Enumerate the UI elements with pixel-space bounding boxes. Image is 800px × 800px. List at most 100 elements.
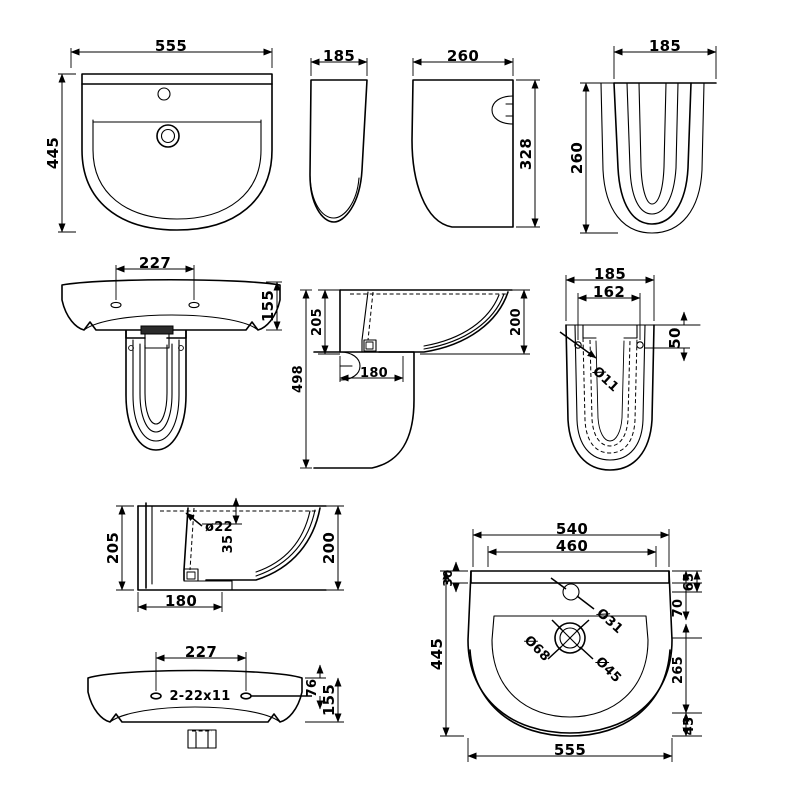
section-waste-inner bbox=[365, 341, 374, 350]
plan-bowl-inner bbox=[491, 615, 649, 718]
fixing-hole-right bbox=[188, 301, 200, 309]
dim-label-460: 460 bbox=[556, 537, 588, 555]
dim-label-555-plan: 555 bbox=[554, 741, 586, 759]
section-bowl-arc-inner bbox=[423, 294, 500, 347]
pedestal-mid-profile bbox=[626, 82, 679, 215]
pedestal-inner-profile bbox=[638, 82, 667, 205]
dim-label-200-a: 200 bbox=[509, 308, 524, 336]
bowlsec-waste-block bbox=[183, 568, 199, 582]
detail-hidden-1 bbox=[582, 337, 638, 454]
basin-underside-outline bbox=[61, 278, 281, 331]
dim-label-445-left: 445 bbox=[44, 137, 62, 169]
pedestal-outer-right bbox=[600, 82, 705, 234]
dim-label-227-b: 227 bbox=[185, 643, 217, 661]
bracket-bolt-right bbox=[178, 345, 184, 351]
section-back-wall-hidden bbox=[367, 291, 374, 341]
basin-inner-profile bbox=[92, 119, 262, 220]
plan-waste-inner bbox=[559, 627, 581, 649]
dim-label-205-b: 205 bbox=[104, 532, 122, 564]
dim-label-180-b: 180 bbox=[165, 592, 197, 610]
detail-inner bbox=[595, 340, 625, 442]
dim-label-540: 540 bbox=[556, 520, 588, 538]
fixing-hole-detail-right bbox=[636, 341, 644, 349]
section-bowl-arc-mid bbox=[423, 293, 505, 350]
section-outer-body bbox=[313, 289, 415, 469]
dim-label-65: 65 bbox=[682, 573, 697, 592]
dim-label-155-a: 155 bbox=[259, 290, 277, 322]
basin-underside-inner-curve bbox=[83, 314, 259, 331]
leader-dia31-out bbox=[576, 595, 595, 610]
waste-collar-block bbox=[140, 325, 174, 335]
view-pedestal-front: 185 260 bbox=[568, 37, 717, 234]
bracket-mid bbox=[132, 339, 180, 442]
dim-label-260-ped: 260 bbox=[568, 142, 586, 174]
leader-dia45 bbox=[579, 646, 594, 660]
detail-outer-2 bbox=[574, 324, 646, 461]
pedestal-outer-left bbox=[613, 82, 692, 225]
waste-collar-body bbox=[144, 333, 170, 349]
dim-label-185-a: 185 bbox=[323, 47, 355, 65]
dim-label-205-a: 205 bbox=[310, 308, 325, 336]
fixing-slot-left bbox=[150, 692, 162, 700]
dim-label-70: 70 bbox=[671, 599, 686, 618]
bracket-inner-2 bbox=[144, 344, 168, 425]
section-bowl-arc-outer bbox=[378, 291, 509, 353]
leader-dia31-in bbox=[550, 577, 567, 590]
view-side-elevation: 260 328 bbox=[411, 47, 540, 228]
plan-waste-outer bbox=[554, 622, 586, 654]
bracket-bolt-left bbox=[128, 345, 134, 351]
dim-label-dia22: ø22 bbox=[205, 520, 233, 535]
leader-dia68 bbox=[547, 646, 562, 660]
bowlsec-arc-inner bbox=[255, 510, 311, 573]
section-waste-cutout bbox=[363, 339, 377, 352]
dim-label-328: 328 bbox=[517, 138, 535, 170]
dim-label-265: 265 bbox=[671, 656, 686, 684]
bowlsec-arc-mid bbox=[255, 509, 316, 577]
dim-label-155-b: 155 bbox=[320, 684, 338, 716]
view-bowl-section: 205 200 180 ø22 35 bbox=[104, 497, 344, 612]
bowlsec-left-and-base bbox=[137, 505, 327, 591]
detail-shoulder-right bbox=[623, 324, 638, 339]
plan-bowl-bottom-arc bbox=[469, 649, 671, 737]
fixing-hole-detail-left bbox=[574, 341, 582, 349]
plan-waste-cross-2 bbox=[558, 626, 582, 650]
dim-label-185-b: 185 bbox=[649, 37, 681, 55]
dim-label-slot-note: 2-22x11 bbox=[169, 689, 230, 704]
plan-tap-hole bbox=[562, 583, 580, 601]
dim-label-76: 76 bbox=[305, 679, 320, 698]
fixing-hole-left bbox=[110, 301, 122, 309]
dim-label-260-side: 260 bbox=[447, 47, 479, 65]
waste-outer-circle bbox=[156, 124, 180, 148]
section-back-wall bbox=[361, 291, 369, 353]
side-narrow-inner bbox=[309, 175, 360, 219]
dim-label-185-c: 185 bbox=[594, 265, 626, 283]
dim-label-555-top: 555 bbox=[155, 37, 187, 55]
dim-label-498-a: 498 bbox=[291, 365, 306, 393]
view-basin-underside: 227 2-22x11 76 155 bbox=[87, 643, 344, 749]
detail-outer-left bbox=[565, 324, 655, 471]
bowlsec-waste-inner bbox=[186, 571, 196, 580]
side-overflow-detail bbox=[491, 95, 514, 125]
dim-label-50: 50 bbox=[666, 327, 684, 348]
underside-outline bbox=[87, 669, 303, 723]
waste-inner-circle bbox=[160, 128, 176, 144]
detail-shoulder-left bbox=[582, 324, 597, 339]
leader-dia11 bbox=[559, 331, 597, 359]
dim-label-162: 162 bbox=[593, 283, 625, 301]
view-side-section: 205 498 200 180 bbox=[291, 289, 530, 469]
view-basin-bracket: 227 155 bbox=[61, 254, 282, 451]
basin-outer-profile bbox=[81, 83, 273, 231]
bowlsec-arc-outer bbox=[205, 507, 321, 581]
bracket-shoulder-right bbox=[166, 330, 187, 339]
bracket-inner bbox=[139, 343, 173, 433]
bracket-outer bbox=[125, 330, 187, 451]
dim-label-45-front: 45 bbox=[682, 717, 697, 736]
leader-dia22 bbox=[185, 512, 203, 527]
underside-waste-boss bbox=[187, 729, 217, 749]
dim-label-200-b: 200 bbox=[320, 532, 338, 564]
underside-inner-curve bbox=[109, 706, 281, 723]
dim-label-30: 30 bbox=[441, 569, 455, 586]
side-elevation-outline bbox=[411, 79, 514, 228]
